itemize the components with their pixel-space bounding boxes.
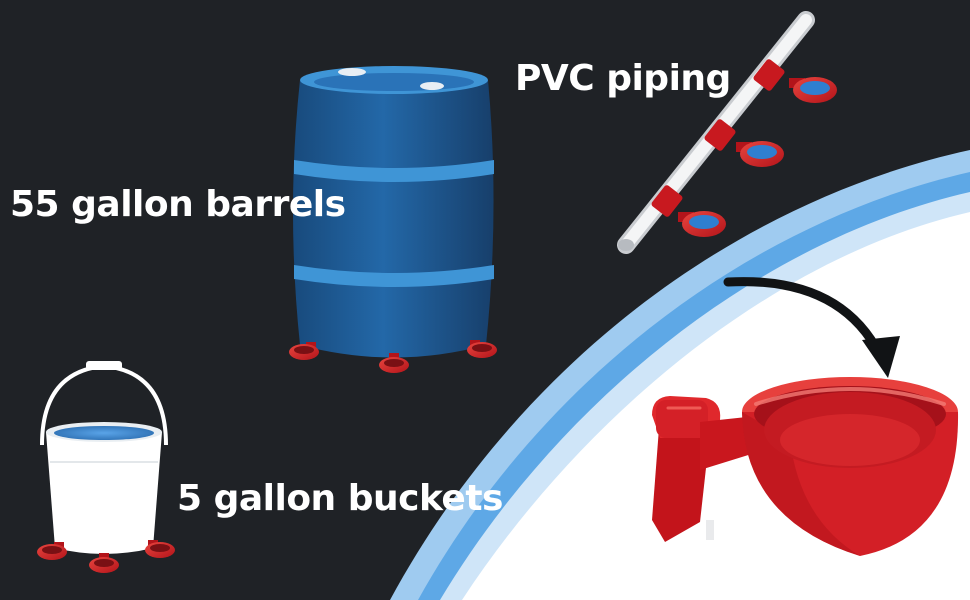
waterer-cup-icon [37,542,67,560]
pvc-cups [678,77,837,237]
waterer-cup-icon [467,340,497,358]
bucket-icon [40,361,168,554]
buckets-label: 5 gallon buckets [177,478,503,519]
pvc-pipe-icon [617,11,815,254]
barrel-icon [293,66,494,358]
waterer-cup-icon [736,141,784,167]
waterer-cup-icon [379,353,409,373]
waterer-cup-icon [678,211,726,237]
pvc-piping-label: PVC piping [515,58,731,99]
waterer-cup-icon [289,342,319,360]
waterer-cup-icon [145,540,175,558]
bucket-cups [37,540,175,573]
barrels-label: 55 gallon barrels [10,184,346,225]
waterer-cup-icon [89,553,119,573]
waterer-cup-closeup [652,377,959,556]
barrel-cups [289,340,497,373]
curved-arrow-icon [723,277,900,378]
waterer-cup-icon [789,77,837,103]
